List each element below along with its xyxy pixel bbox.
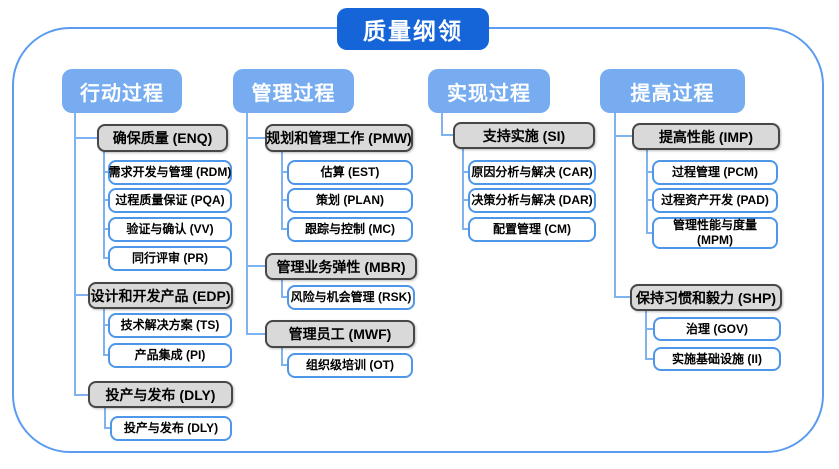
connector-line: [74, 294, 88, 296]
connector-line: [645, 328, 653, 330]
connector-line: [74, 113, 76, 395]
connector-line: [645, 311, 647, 359]
column-header-improvement-process: 提高过程: [600, 69, 745, 113]
diagram-title: 质量纲领: [337, 8, 489, 50]
connector-line: [246, 113, 248, 334]
group-box-dly: 投产与发布 (DLY): [88, 381, 233, 408]
leaf-box-rdm: 需求开发与管理 (RDM): [108, 160, 232, 185]
connector-line: [246, 333, 265, 335]
connector-line: [74, 137, 97, 139]
leaf-box-ts: 技术解决方案 (TS): [108, 313, 232, 338]
connector-line: [441, 113, 443, 135]
connector-line: [74, 394, 88, 396]
connector-line: [281, 152, 283, 229]
leaf-box-plan: 策划 (PLAN): [287, 188, 413, 213]
connector-line: [103, 228, 108, 230]
connector-line: [441, 134, 453, 136]
leaf-box-ii: 实施基础设施 (II): [653, 347, 781, 371]
connector-line: [103, 199, 108, 201]
leaf-box-car: 原因分析与解决 (CAR): [468, 160, 596, 185]
column-header-management-process: 管理过程: [233, 69, 354, 113]
connector-line: [614, 113, 616, 297]
connector-line: [281, 228, 287, 230]
leaf-box-pad: 过程资产开发 (PAD): [652, 188, 778, 213]
connector-line: [646, 171, 652, 173]
connector-line: [281, 171, 287, 173]
group-box-pmw: 规划和管理工作 (PMW): [265, 124, 413, 152]
leaf-box-pqa: 过程质量保证 (PQA): [108, 188, 232, 213]
connector-line: [281, 280, 283, 297]
leaf-box-dly: 投产与发布 (DLY): [110, 416, 232, 441]
connector-line: [103, 152, 105, 258]
leaf-box-gov: 治理 (GOV): [653, 317, 781, 341]
group-box-enq: 确保质量 (ENQ): [97, 124, 228, 152]
connector-line: [462, 171, 468, 173]
group-box-si: 支持实施 (SI): [453, 122, 595, 149]
connector-line: [104, 408, 106, 428]
connector-line: [281, 364, 287, 366]
connector-line: [246, 137, 265, 139]
group-box-edp: 设计和开发产品 (EDP): [88, 282, 233, 309]
connector-line: [103, 309, 105, 355]
connector-line: [462, 228, 468, 230]
connector-line: [104, 427, 110, 429]
connector-line: [462, 149, 464, 229]
leaf-box-dar: 决策分析与解决 (DAR): [468, 188, 596, 213]
leaf-box-ot: 组织级培训 (OT): [287, 353, 413, 378]
leaf-box-cm: 配置管理 (CM): [468, 217, 596, 242]
connector-line: [646, 150, 648, 233]
connector-line: [645, 358, 653, 360]
leaf-box-mc: 跟踪与控制 (MC): [287, 217, 413, 242]
connector-line: [646, 199, 652, 201]
leaf-box-pcm: 过程管理 (PCM): [652, 160, 778, 185]
connector-line: [614, 135, 632, 137]
group-box-shp: 保持习惯和毅力 (SHP): [630, 284, 782, 311]
group-box-mwf: 管理员工 (MWF): [265, 320, 415, 348]
connector-line: [462, 199, 468, 201]
column-header-implementation-process: 实现过程: [428, 69, 550, 113]
leaf-box-pi: 产品集成 (PI): [108, 343, 232, 368]
connector-line: [103, 171, 108, 173]
connector-line: [281, 348, 283, 365]
connector-line: [103, 257, 108, 259]
leaf-box-rsk: 风险与机会管理 (RSK): [287, 285, 415, 310]
connector-line: [646, 232, 652, 234]
connector-line: [103, 354, 108, 356]
group-box-mbr: 管理业务弹性 (MBR): [265, 253, 417, 280]
leaf-box-pr: 同行评审 (PR): [108, 246, 232, 271]
leaf-box-est: 估算 (EST): [287, 160, 413, 185]
connector-line: [246, 265, 265, 267]
group-box-imp: 提高性能 (IMP): [632, 123, 780, 150]
column-header-action-process: 行动过程: [62, 69, 182, 113]
connector-line: [281, 199, 287, 201]
leaf-box-mpm: 管理性能与度量 (MPM): [652, 217, 778, 249]
connector-line: [614, 296, 630, 298]
connector-line: [281, 296, 287, 298]
leaf-box-vv: 验证与确认 (VV): [108, 217, 232, 242]
connector-line: [103, 324, 108, 326]
